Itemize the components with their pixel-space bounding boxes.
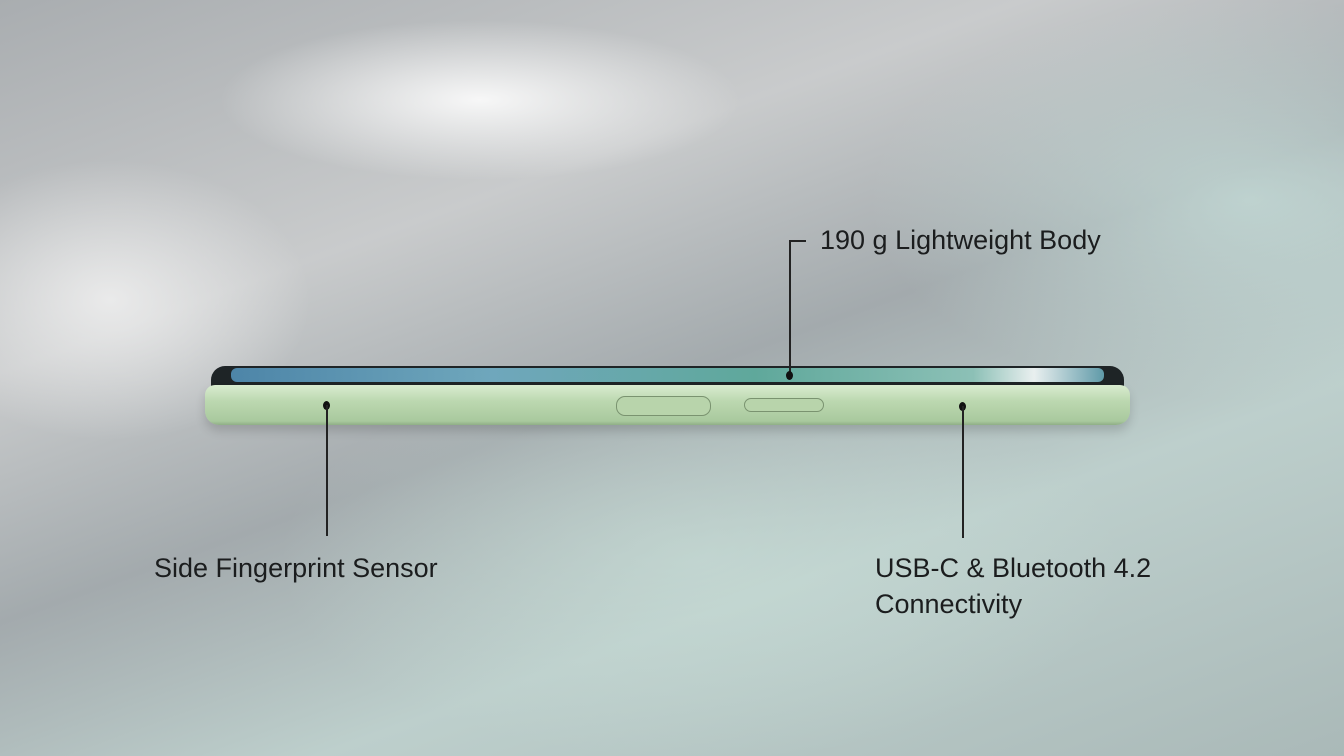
top-callout-tick	[790, 240, 806, 242]
volume-button	[744, 398, 824, 412]
right-callout-line	[962, 406, 964, 538]
left-callout-line	[326, 405, 328, 536]
callout-connectivity-line1: USB-C & Bluetooth 4.2	[875, 553, 1152, 583]
fingerprint-power-button	[616, 396, 711, 416]
callout-fingerprint: Side Fingerprint Sensor	[154, 553, 438, 583]
callout-weight: 190 g Lightweight Body	[820, 225, 1101, 255]
top-callout-line	[789, 240, 791, 375]
top-callout-dot	[786, 371, 793, 380]
callout-connectivity: USB-C & Bluetooth 4.2 Connectivity	[875, 550, 1151, 622]
screen-glass	[231, 368, 1104, 382]
phone-side-view	[205, 366, 1130, 426]
callout-connectivity-line2: Connectivity	[875, 589, 1023, 619]
phone-frame	[205, 385, 1130, 425]
phone-screen	[211, 366, 1124, 386]
